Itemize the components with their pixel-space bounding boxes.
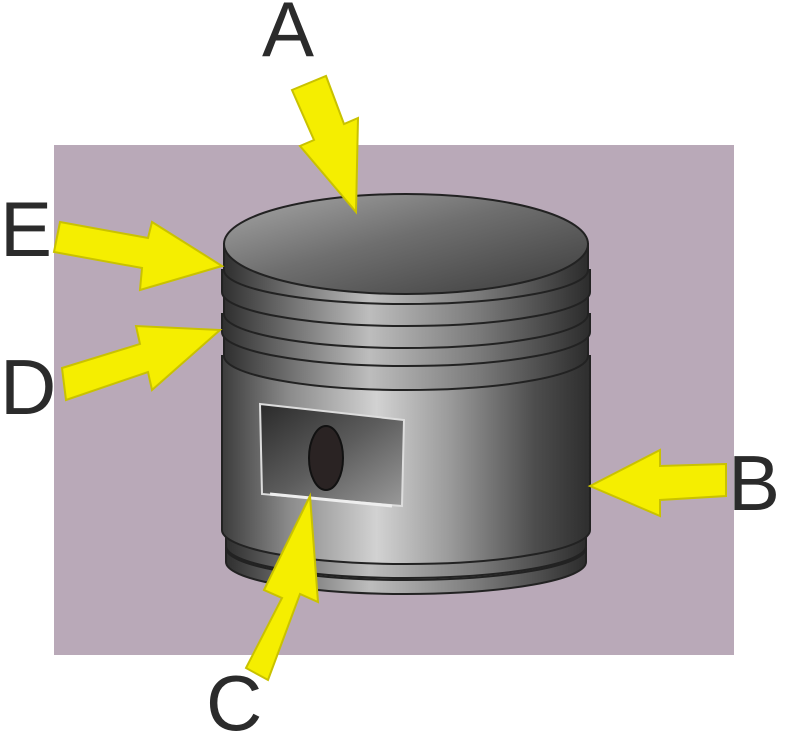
wrist-pin-hole [308,425,344,491]
arrow-e [52,220,225,292]
piston-crown [223,193,589,295]
arrow-b [587,448,727,518]
piston-skirt [221,355,591,565]
arrow-a [290,74,360,215]
arrow-d [60,324,223,402]
label-a: A [262,0,314,73]
label-d: D [0,343,56,431]
piston [221,193,591,595]
arrow-c [244,492,320,682]
label-b: B [728,439,780,527]
label-c: C [206,659,262,732]
label-e: E [0,185,52,273]
